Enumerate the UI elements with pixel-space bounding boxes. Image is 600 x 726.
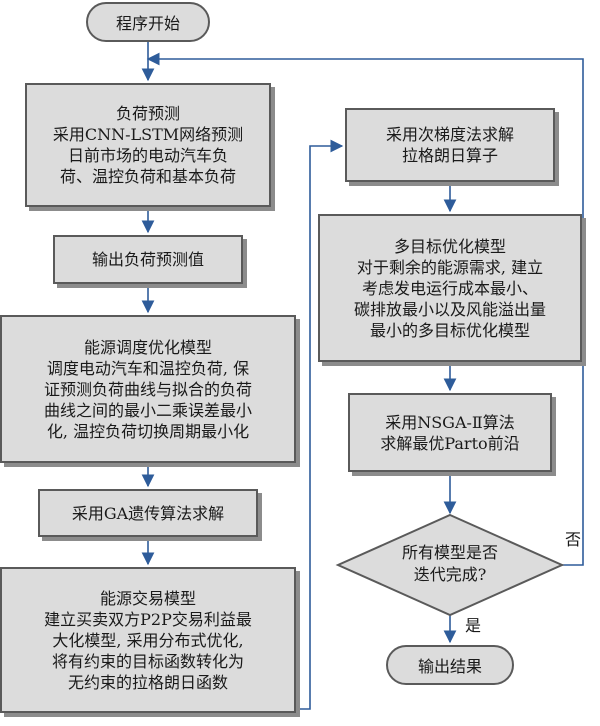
energy-trade-line-2: 大化模型, 采用分布式优化, [52,630,244,650]
end-terminal: 输出结果 [386,645,514,685]
subgradient-box: 采用次梯度法求解 拉格朗日算子 [345,108,555,182]
load-forecast-line-1: 采用CNN-LSTM网络预测 [52,125,244,144]
decision-diamond-shape [335,513,565,617]
nsga-line-1: 采用NSGA-Ⅱ算法 [385,412,515,432]
subgradient-line-2: 拉格朗日算子 [401,146,498,165]
multi-objective-box: 多目标优化模型 对于剩余的能源需求, 建立 考虑发电运行成本最小、 碳排放最小以… [318,214,582,362]
energy-dispatch-line-2: 证预测负荷曲线与拟合的负荷 [43,379,252,399]
start-label: 程序开始 [115,14,180,33]
energy-dispatch-box: 能源调度优化模型 调度电动汽车和温控负荷, 保 证预测负荷曲线与拟合的负荷 曲线… [0,315,296,463]
nsga-line-2: 求解最优Parto前沿 [380,433,520,453]
decision-text: 所有模型是否 迭代完成? [370,542,530,586]
energy-dispatch-line-4: 化, 温控负荷切换周期最小化 [46,421,250,441]
decision-line-1: 所有模型是否 [401,543,498,562]
energy-dispatch-line-1: 调度电动汽车和温控负荷, 保 [46,358,250,378]
decision-line-2: 迭代完成? [413,565,487,584]
multi-objective-line-2: 考虑发电运行成本最小、 [361,278,538,298]
energy-trade-box: 能源交易模型 建立买卖双方P2P交易利益最 大化模型, 采用分布式优化, 将有约… [0,567,296,713]
yes-label: 是 [465,616,482,635]
output-forecast-box: 输出负荷预测值 [53,235,243,284]
load-forecast-line-2: 日前市场的电动汽车负 [67,146,228,165]
end-label: 输出结果 [417,657,482,676]
subgradient-line-1: 采用次梯度法求解 [385,125,514,144]
ga-solve-label: 采用GA遗传算法求解 [71,503,225,523]
arrow-trade-to-subgradient [296,139,344,710]
energy-trade-title: 能源交易模型 [99,588,196,608]
multi-objective-line-4: 最小的多目标优化模型 [369,320,530,340]
energy-dispatch-line-3: 曲线之间的最小二乘误差最小 [43,400,252,420]
ga-solve-box: 采用GA遗传算法求解 [38,489,258,537]
multi-objective-title: 多目标优化模型 [393,236,506,256]
load-forecast-line-3: 荷、温控负荷和基本负荷 [59,167,236,186]
load-forecast-box: 负荷预测 采用CNN-LSTM网络预测 日前市场的电动汽车负 荷、温控负荷和基本… [25,83,271,207]
multi-objective-line-3: 碳排放最小以及风能溢出量 [353,299,546,319]
arrow-loop-back [146,52,584,566]
start-terminal: 程序开始 [86,2,210,42]
energy-trade-line-1: 建立买卖双方P2P交易利益最 [44,609,252,629]
multi-objective-line-1: 对于剩余的能源需求, 建立 [356,257,544,277]
nsga-box: 采用NSGA-Ⅱ算法 求解最优Parto前沿 [348,393,552,472]
energy-trade-line-4: 无约束的拉格朗日函数 [67,672,228,692]
load-forecast-title: 负荷预测 [115,104,180,123]
no-label: 否 [565,530,582,549]
output-forecast-label: 输出负荷预测值 [91,250,204,269]
energy-trade-line-3: 将有约束的目标函数转化为 [51,651,244,671]
energy-dispatch-title: 能源调度优化模型 [83,337,212,357]
